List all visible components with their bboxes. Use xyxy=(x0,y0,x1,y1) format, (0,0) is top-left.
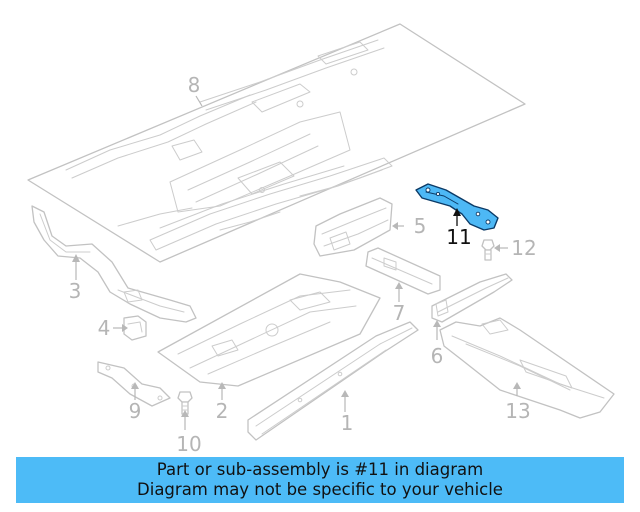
callout-5: 5 xyxy=(414,214,427,238)
callout-3: 3 xyxy=(69,279,82,303)
part-6-rear-rail xyxy=(431,273,513,323)
part-10-bolt xyxy=(177,391,193,415)
part-3-side-member xyxy=(31,205,197,323)
leader-lines xyxy=(72,95,521,430)
callout-2: 2 xyxy=(216,399,229,423)
part-5-cross-member xyxy=(313,197,393,257)
callout-labels: 8 3 4 9 10 2 1 5 7 6 12 13 11 xyxy=(69,73,537,456)
callout-11: 11 xyxy=(446,225,471,249)
callout-8: 8 xyxy=(188,73,201,97)
banner-line-1: Part or sub-assembly is #11 in diagram xyxy=(156,460,484,479)
part-11-highlighted-bracket xyxy=(415,183,499,231)
part-4-bracket xyxy=(123,315,147,341)
part-13-rear-floor-panel xyxy=(439,317,615,419)
part-7-rail xyxy=(365,247,441,295)
callout-12: 12 xyxy=(511,236,536,260)
banner-line-2: Diagram may not be specific to your vehi… xyxy=(137,480,503,499)
part-2-front-floor-panel xyxy=(157,273,381,387)
part-1-side-sill xyxy=(247,321,419,441)
callout-7: 7 xyxy=(393,301,406,325)
part-8-floor-pan-assembly xyxy=(27,23,526,263)
callout-9: 9 xyxy=(129,399,142,423)
info-banner: Part or sub-assembly is #11 in diagram D… xyxy=(16,457,624,503)
callout-4: 4 xyxy=(98,316,111,340)
callout-13: 13 xyxy=(505,399,530,423)
callout-10: 10 xyxy=(176,432,201,456)
callout-6: 6 xyxy=(431,344,444,368)
callout-1: 1 xyxy=(341,411,354,435)
part-12-bolt xyxy=(481,239,495,261)
